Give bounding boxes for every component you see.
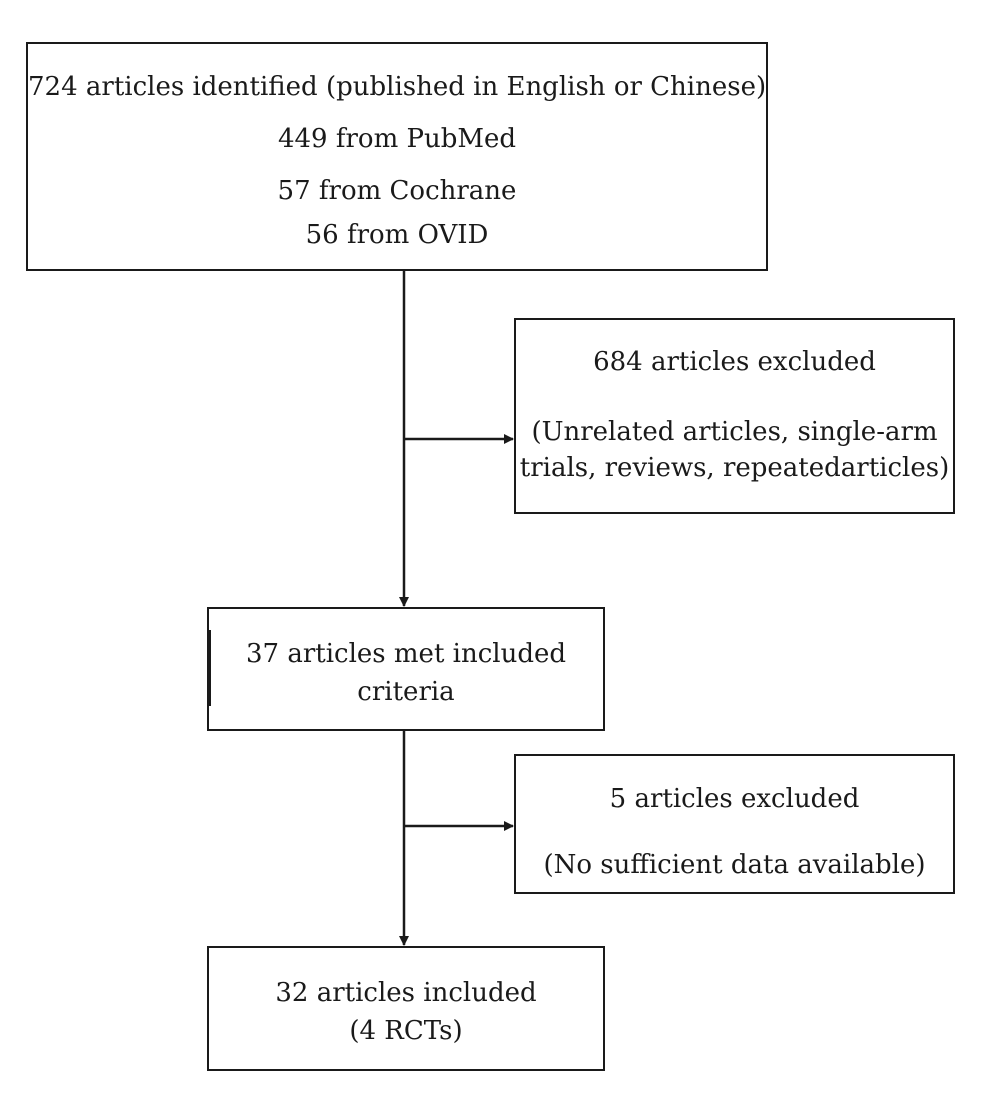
- excluded-first-box: 684 articles excluded (Unrelated article…: [514, 318, 955, 514]
- cochrane-count-text: 57 from Cochrane: [277, 176, 517, 206]
- excluded-first-reason-line2: trials, reviews, repeatedarticles): [519, 453, 950, 483]
- pubmed-count-text: 449 from PubMed: [277, 124, 517, 154]
- excluded-second-box: 5 articles excluded (No sufficient data …: [514, 754, 955, 894]
- included-articles-box: 32 articles included (4 RCTs): [207, 946, 605, 1071]
- met-criteria-box: 37 articles met included criteria: [207, 607, 605, 731]
- met-criteria-label-text: criteria: [357, 677, 455, 707]
- ovid-count-text: 56 from OVID: [305, 220, 489, 250]
- excluded-first-reason-line1: (Unrelated articles, single-arm: [531, 417, 938, 447]
- included-count-text: 32 articles included: [275, 978, 537, 1008]
- met-criteria-box-edge-mark: [207, 630, 211, 706]
- excluded-first-count-text: 684 articles excluded: [593, 347, 876, 377]
- excluded-second-count-text: 5 articles excluded: [609, 784, 860, 814]
- identified-articles-box: 724 articles identified (published in En…: [26, 42, 768, 271]
- included-rct-text: (4 RCTs): [349, 1016, 463, 1046]
- met-criteria-count-text: 37 articles met included: [245, 639, 567, 669]
- identified-total-text: 724 articles identified (published in En…: [28, 72, 767, 102]
- excluded-second-reason-text: (No sufficient data available): [543, 850, 926, 880]
